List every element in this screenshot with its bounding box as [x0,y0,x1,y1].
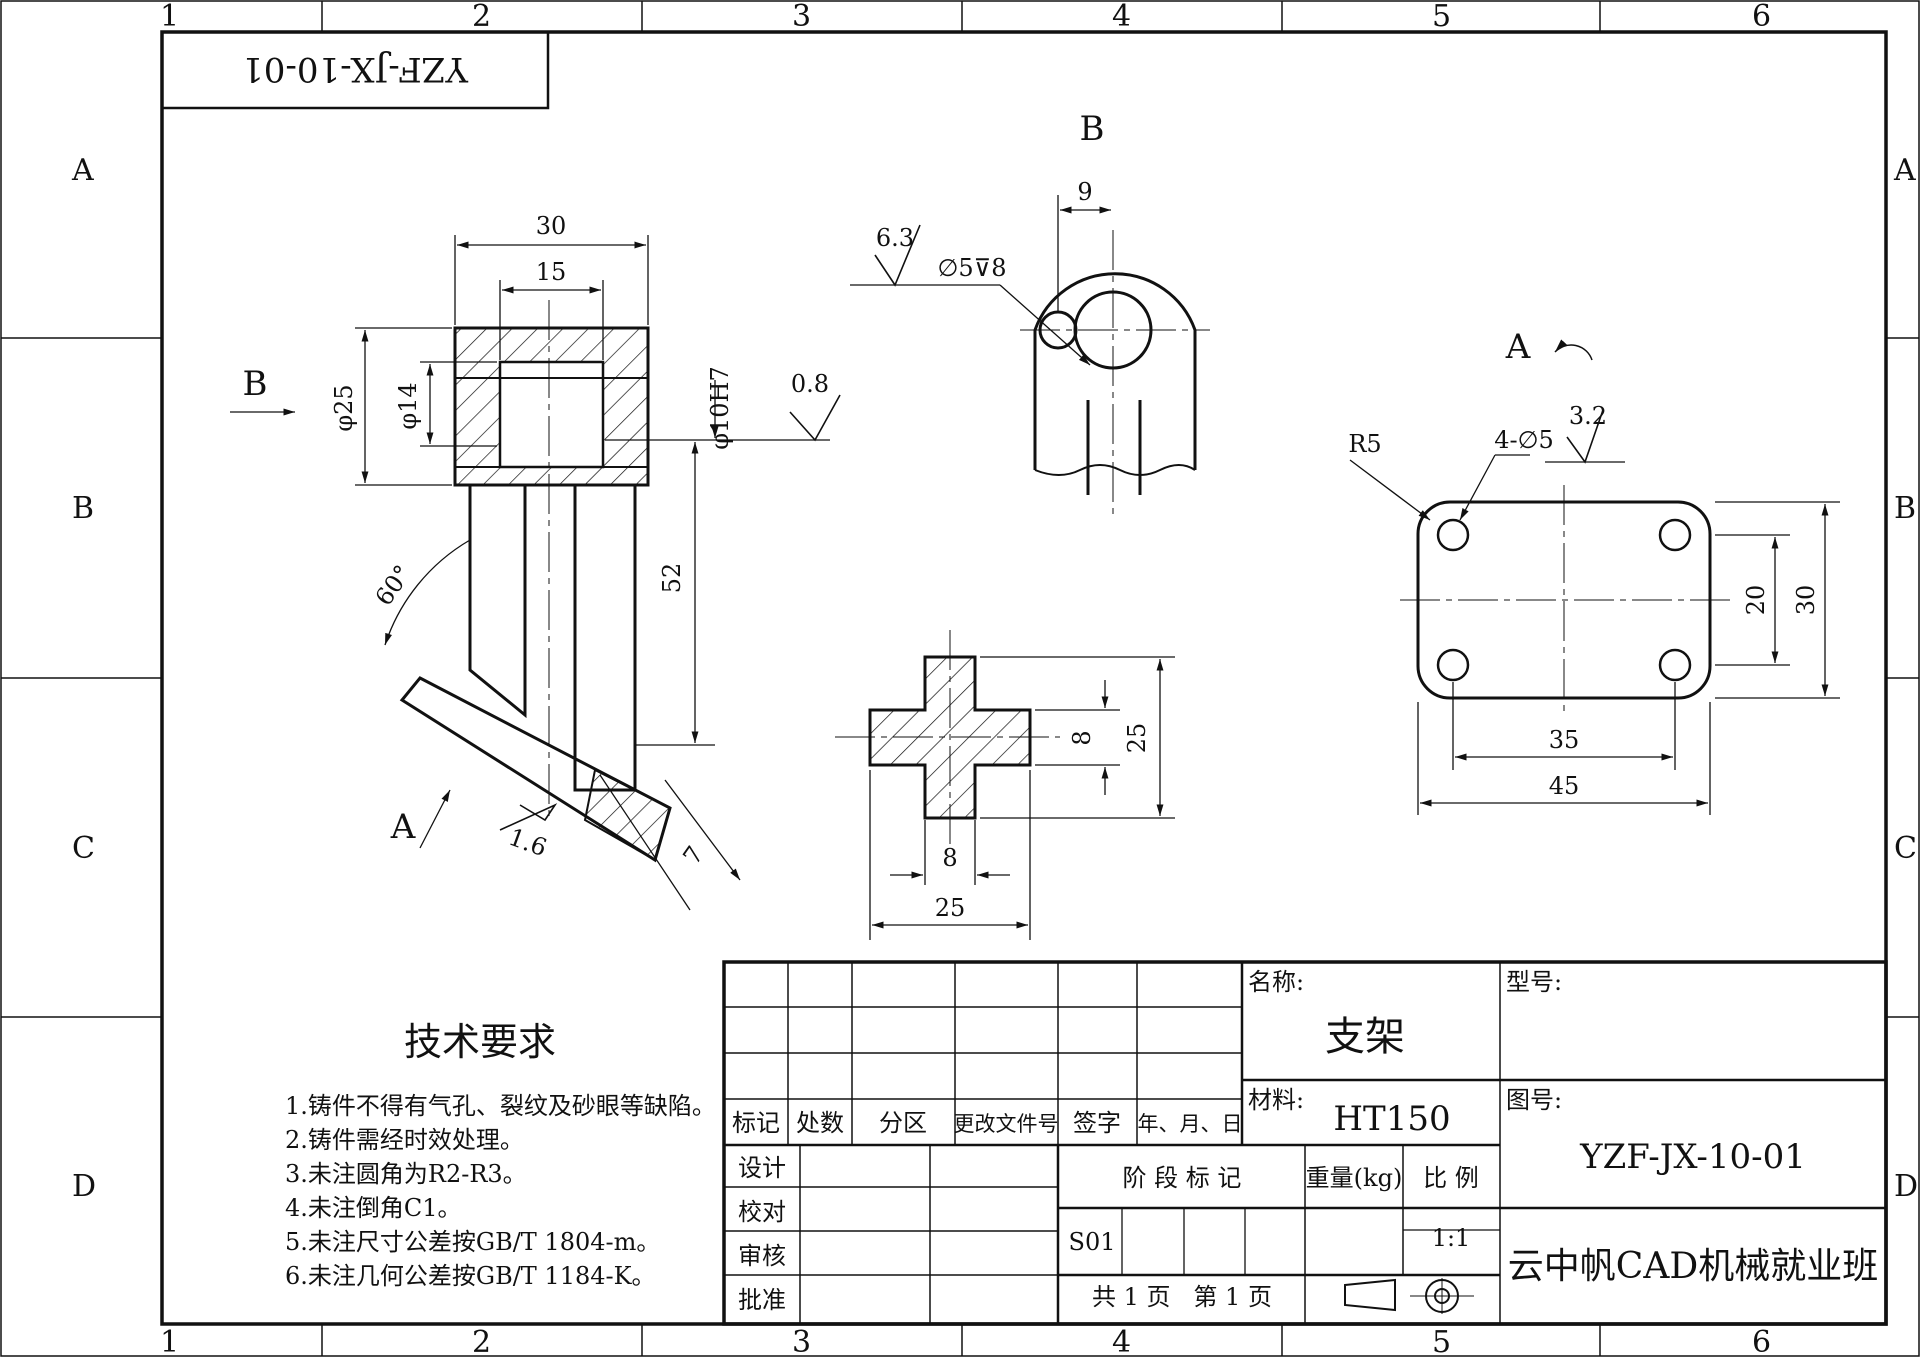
view-a-title: A [1505,327,1531,367]
weight-label: 重量(kg) [1306,1164,1403,1192]
dim-dia-25: φ25 [330,384,358,431]
tech-requirements: 技术要求 1.铸件不得有气孔、裂纹及砂眼等缺陷。 2.铸件需经时效处理。 3.未… [285,1020,716,1290]
zone-col-3-bottom: 3 [792,1325,811,1357]
section-labels: 8 25 8 25 [935,723,1151,922]
projection-cone-icon [1344,1278,1396,1312]
view-a-dim-20: 20 [1742,585,1770,616]
tech-item-5: 5.未注尺寸公差按GB/T 1804-m。 [285,1228,660,1256]
section-dim-8-vertical: 8 [1068,730,1096,745]
zone-row-c-left: C [72,831,95,866]
tech-item-2: 2.铸件需经时效处理。 [285,1126,524,1154]
main-view-dimensions [230,235,841,911]
view-a-roughness-32: 3.2 [1569,402,1607,430]
scale-label: 比 例 [1423,1164,1479,1192]
main-view [399,300,672,863]
section-dim-25-horizontal: 25 [935,894,966,922]
zone-col-5-bottom: 5 [1432,1325,1451,1357]
zone-col-6-bottom: 6 [1752,1325,1771,1357]
rev-header-date: 年、月、日 [1138,1112,1243,1136]
tech-requirements-title: 技术要求 [404,1020,556,1064]
drawing-no-value: YZF-JX-10-01 [1579,1137,1806,1177]
view-a-dim-35: 35 [1549,726,1580,754]
zone-row-d-left: D [72,1169,96,1204]
drawing-no-label: 图号: [1506,1086,1562,1114]
rev-header-change-doc: 更改文件号 [954,1112,1059,1136]
zone-col-2-bottom: 2 [472,1325,491,1357]
section-dim-8-horizontal: 8 [942,844,957,872]
view-a-dim-30: 30 [1792,585,1820,616]
roughness-08: 0.8 [791,370,829,398]
zone-col-3-top: 3 [792,0,811,34]
zone-row-a-right: A [1893,153,1916,188]
view-a-dim-45: 45 [1549,772,1580,800]
zone-col-4-bottom: 4 [1112,1325,1131,1357]
dim-angle-60: 60° [370,560,417,611]
rev-header-mark: 标记 [732,1109,780,1137]
dim-thick-7: 7 [678,841,710,870]
stage-label: 阶 段 标 记 [1123,1164,1242,1192]
arrow-label-b: B [243,364,268,404]
sign-label-design: 设计 [738,1154,786,1182]
dim-dia-14: φ14 [394,382,422,429]
tech-item-3: 3.未注圆角为R2-R3。 [285,1160,527,1188]
mirrored-number-box: YZF-JX-10-01 [160,30,550,110]
zone-col-5-top: 5 [1432,0,1451,34]
dim-height-52: 52 [658,563,686,594]
view-b-title: B [1080,109,1105,149]
sign-label-approve: 批准 [738,1286,786,1314]
arrow-label-a: A [390,807,416,847]
section-dim-25-vertical: 25 [1123,723,1151,754]
scale-value: 1:1 [1432,1224,1471,1252]
sign-label-check: 校对 [738,1198,786,1226]
tech-item-4: 4.未注倒角C1。 [285,1194,462,1222]
title-block-text: 标记 处数 分区 更改文件号 签字 年、月、日 设计 校对 审核 批准 名称: … [732,968,1878,1314]
sign-label-review: 审核 [738,1242,786,1270]
zone-row-d-right: D [1894,1169,1918,1204]
tech-item-6: 6.未注几何公差按GB/T 1184-K。 [285,1262,656,1290]
name-value: 支架 [1325,1014,1405,1060]
tech-item-1: 1.铸件不得有气孔、裂纹及砂眼等缺陷。 [285,1092,716,1120]
zone-col-1-bottom: 1 [160,1325,179,1357]
view-b [850,195,1210,520]
view-b-labels: B 9 ∅5⊽8 6.3 [876,109,1105,282]
material-value: HT150 [1333,1099,1450,1139]
view-b-roughness-63: 6.3 [876,224,914,252]
zone-labels: 1 2 3 4 5 6 1 2 3 4 5 6 A B C D A B C D [71,0,1918,1357]
rev-header-signature: 签字 [1073,1109,1121,1137]
zone-col-6-top: 6 [1752,0,1771,34]
company-name: 云中帆CAD机械就业班 [1508,1246,1878,1287]
zone-row-b-left: B [72,491,94,526]
view-a-labels: A R5 4-∅5 3.2 20 30 35 45 [1348,327,1820,800]
zone-col-4-top: 4 [1112,0,1131,34]
title-block [722,960,1888,1326]
view-a [1349,339,1840,815]
view-a-radius: R5 [1348,430,1381,458]
zone-col-1-top: 1 [160,0,179,34]
main-view-labels: 30 15 φ25 φ14 φ10H7 52 60° 7 0.8 1.6 B A [243,212,830,870]
page-count: 共 1 页 第 1 页 [1092,1283,1272,1311]
view-b-hole-note: ∅5⊽8 [937,254,1006,282]
dim-width-30: 30 [536,212,567,240]
view-a-holes: 4-∅5 [1494,426,1554,454]
view-b-dim-9: 9 [1077,178,1092,206]
zone-row-a-left: A [71,153,94,188]
dim-width-15: 15 [536,258,567,286]
roughness-16: 1.6 [505,823,550,862]
name-label: 名称: [1248,968,1304,996]
model-label: 型号: [1506,968,1562,996]
material-label: 材料: [1248,1086,1304,1114]
rev-header-zone: 分区 [879,1109,927,1137]
stage-value: S01 [1069,1228,1116,1256]
mirrored-drawing-number: YZF-JX-10-01 [242,49,469,89]
rev-header-count: 处数 [796,1109,844,1137]
zone-row-b-right: B [1894,491,1916,526]
dim-dia-10h7: φ10H7 [706,366,734,450]
zone-row-c-right: C [1894,831,1917,866]
cross-section [835,630,1175,940]
zone-col-2-top: 2 [472,0,491,34]
